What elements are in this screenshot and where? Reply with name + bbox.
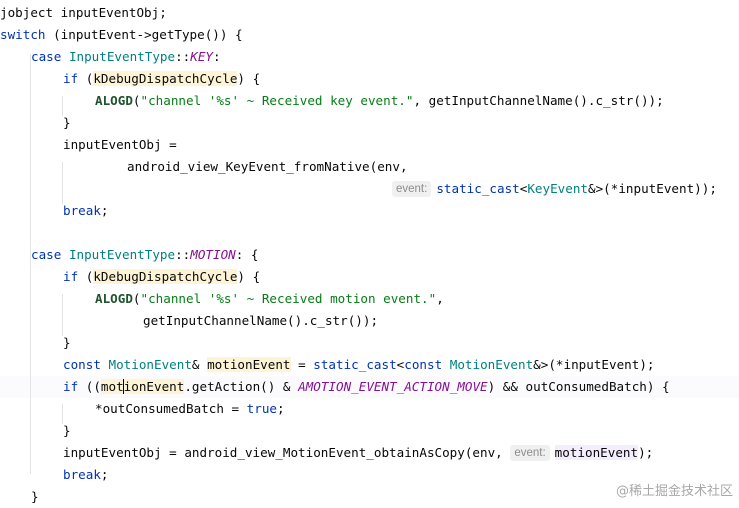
macro-call: ALOGD: [95, 93, 133, 108]
keyword-case: case: [31, 247, 62, 262]
variable-usage: motionEvent: [100, 379, 185, 394]
code-line-4: if (kDebugDispatchCycle) {: [63, 71, 261, 86]
code-line-12: if (kDebugDispatchCycle) {: [63, 269, 261, 284]
parameter-hint: event:: [510, 445, 550, 461]
code-line-1: jobject inputEventObj;: [0, 2, 167, 24]
type-name: MotionEvent: [108, 357, 192, 372]
code-line-11: case InputEventType::MOTION: {: [31, 247, 259, 262]
code-text: jobject inputEventObj;: [0, 5, 167, 20]
code-line-20: inputEventObj = android_view_MotionEvent…: [63, 445, 654, 461]
keyword-case: case: [31, 49, 62, 64]
macro-call: ALOGD: [95, 291, 133, 306]
current-line-highlight: [0, 376, 739, 398]
keyword-if: if: [63, 269, 79, 284]
macro-identifier: kDebugDispatchCycle: [93, 71, 238, 86]
keyword-static-cast: static_cast: [313, 357, 397, 372]
enum-type: InputEventType: [68, 49, 176, 64]
keyword-true: true: [246, 401, 277, 416]
text-caret: [122, 379, 125, 394]
keyword-const: const: [63, 357, 101, 372]
indent-guide: [62, 96, 63, 116]
code-line-8: android_view_KeyEvent_fromNative(env,: [127, 159, 408, 174]
string-literal: "channel '%s' ~ Received motion event.": [140, 291, 437, 306]
code-line-2: switch (inputEvent->getType()) {: [0, 24, 243, 46]
keyword-if: if: [63, 71, 79, 86]
enum-constant: MOTION: [190, 247, 236, 262]
keyword-static-cast: static_cast: [436, 181, 520, 196]
code-line-3: case InputEventType::KEY:: [31, 49, 221, 64]
watermark: @稀土掘金技术社区: [615, 484, 733, 499]
code-line-19: }: [63, 423, 71, 438]
code-line-13: ALOGD("channel '%s' ~ Received motion ev…: [95, 291, 444, 306]
keyword-break: break: [63, 203, 101, 218]
code-line-14: getInputChannelName().c_str());: [143, 313, 379, 328]
code-line-16: const MotionEvent& motionEvent = static_…: [63, 357, 655, 372]
indent-guide: [62, 162, 63, 204]
code-line-5: ALOGD("channel '%s' ~ Received key event…: [95, 93, 664, 108]
keyword-const: const: [404, 357, 443, 372]
enum-constant: KEY: [190, 49, 214, 64]
code-line-21: break;: [63, 467, 109, 482]
code-line-22: }: [31, 489, 39, 504]
code-text: (inputEvent->getType()) {: [45, 27, 243, 42]
code-line-10: break;: [63, 203, 109, 218]
type-name: KeyEvent: [527, 181, 588, 196]
code-line-7: inputEventObj =: [63, 137, 177, 152]
code-line-6: }: [63, 115, 71, 130]
enum-constant: AMOTION_EVENT_ACTION_MOVE: [298, 379, 488, 394]
indent-guide: [30, 54, 31, 474]
keyword-break: break: [63, 467, 101, 482]
enum-type: InputEventType: [68, 247, 176, 262]
string-literal: "channel '%s' ~ Received key event.": [140, 93, 414, 108]
type-name: MotionEvent: [449, 357, 534, 372]
keyword-if: if: [63, 379, 79, 394]
parameter-hint: event:: [392, 181, 432, 197]
keyword-switch: switch: [0, 27, 46, 42]
variable-declaration: motionEvent: [207, 357, 291, 372]
indent-guide: [62, 294, 63, 336]
code-line-17: if ((motionEvent.getAction() & AMOTION_E…: [63, 379, 670, 394]
code-line-18: *outConsumedBatch = true;: [95, 401, 285, 416]
code-line-15: }: [63, 335, 71, 350]
code-line-9: event:static_cast<KeyEvent&>(*inputEvent…: [392, 178, 717, 200]
indent-guide: [62, 404, 63, 424]
macro-identifier: kDebugDispatchCycle: [93, 269, 238, 284]
variable-usage: motionEvent: [554, 445, 639, 460]
